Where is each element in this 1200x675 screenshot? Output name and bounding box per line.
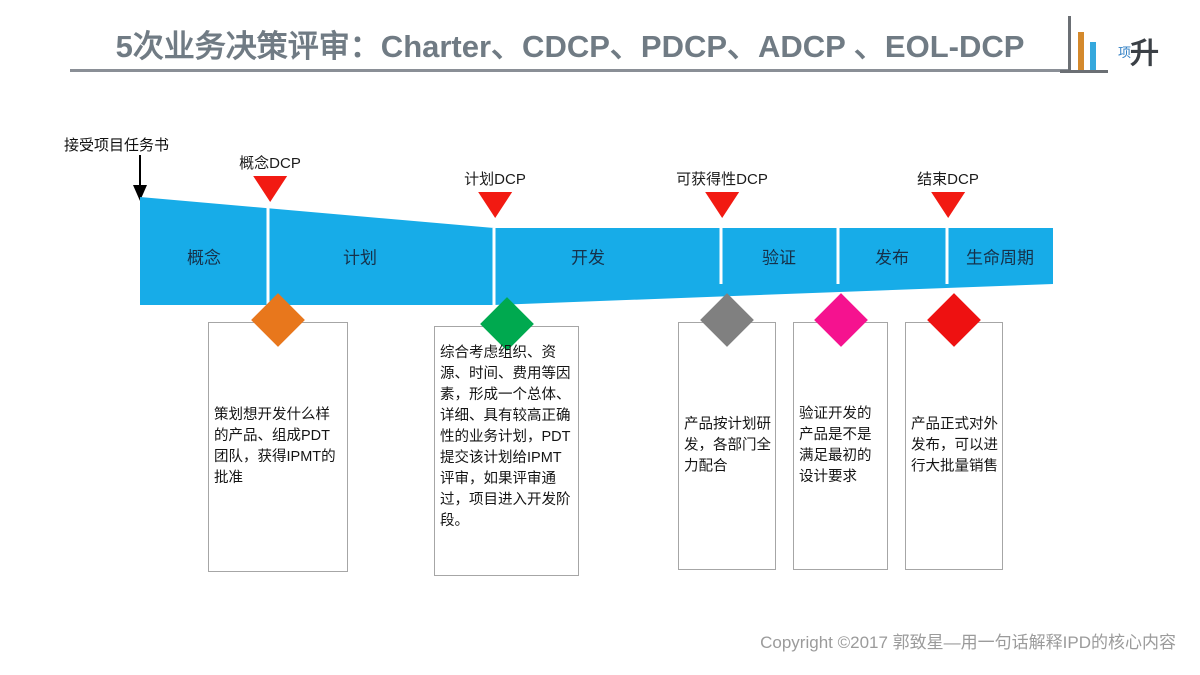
funnel-stage-label-2: 计划 <box>343 248 377 268</box>
copyright-text: Copyright ©2017 郭致星—用一句话解释IPD的核心内容 <box>760 633 1176 652</box>
logo-small-char: 项 <box>1118 45 1131 60</box>
dcp-marker-4[interactable]: 结束DCP <box>917 168 979 218</box>
page-title: 5次业务决策评审：Charter、CDCP、PDCP、ADCP 、EOL-DCP <box>115 29 1025 64</box>
dcp-triangle-icon <box>930 192 965 218</box>
detail-box-3-text: 产品按计划研发，各部门全力配合 <box>684 416 771 475</box>
detail-box-3[interactable]: 产品按计划研发，各部门全力配合 <box>678 293 776 570</box>
detail-box-5-text: 产品正式对外发布，可以进行大批量销售 <box>911 416 998 475</box>
funnel-stage-label-6: 生命周期 <box>966 248 1034 268</box>
dcp-marker-1-label: 概念DCP <box>239 155 301 172</box>
dcp-triangle-icon <box>252 176 287 202</box>
start-marker-label: 接受项目任务书 <box>64 137 170 154</box>
funnel-stage-label-5: 发布 <box>875 248 909 268</box>
funnel-body <box>140 197 1053 305</box>
start-arrow-icon <box>133 155 147 201</box>
dcp-triangle-icon <box>704 192 739 218</box>
dcp-triangle-icon <box>477 192 512 218</box>
detail-box-2-text: 综合考虑组织、资源、时间、费用等因素，形成一个总体、详细、具有较高正确性的业务计… <box>440 345 571 529</box>
logo-bars-icon <box>1068 14 1102 72</box>
dcp-marker-2[interactable]: 计划DCP <box>464 168 526 218</box>
funnel-stage-label-1: 概念 <box>187 248 221 268</box>
detail-box-4-text: 验证开发的产品是不是满足最初的设计要求 <box>799 406 872 485</box>
dcp-marker-3-label: 可获得性DCP <box>676 171 768 188</box>
logo-baseline <box>1060 70 1108 73</box>
detail-box-1[interactable]: 策划想开发什么样的产品、组成PDT团队，获得IPMT的批准 <box>208 293 348 572</box>
title-underline <box>70 69 1070 72</box>
funnel-stage-label-3: 开发 <box>571 248 605 268</box>
dcp-marker-3[interactable]: 可获得性DCP <box>676 168 768 218</box>
detail-box-4[interactable]: 验证开发的产品是不是满足最初的设计要求 <box>793 293 888 570</box>
logo-wordmark: 项升 <box>1118 30 1159 72</box>
detail-box-2[interactable]: 综合考虑组织、资源、时间、费用等因素，形成一个总体、详细、具有较高正确性的业务计… <box>434 297 579 576</box>
funnel-stage-label-4: 验证 <box>762 248 796 268</box>
detail-box-5[interactable]: 产品正式对外发布，可以进行大批量销售 <box>905 293 1003 570</box>
logo-large-char: 升 <box>1130 38 1160 70</box>
slide-header: 5次业务决策评审：Charter、CDCP、PDCP、ADCP 、EOL-DCP… <box>0 0 1200 92</box>
dcp-marker-4-label: 结束DCP <box>917 171 979 188</box>
dcp-marker-1[interactable]: 概念DCP <box>239 152 301 202</box>
dcp-marker-2-label: 计划DCP <box>464 171 526 188</box>
detail-box-1-text: 策划想开发什么样的产品、组成PDT团队，获得IPMT的批准 <box>214 407 336 486</box>
